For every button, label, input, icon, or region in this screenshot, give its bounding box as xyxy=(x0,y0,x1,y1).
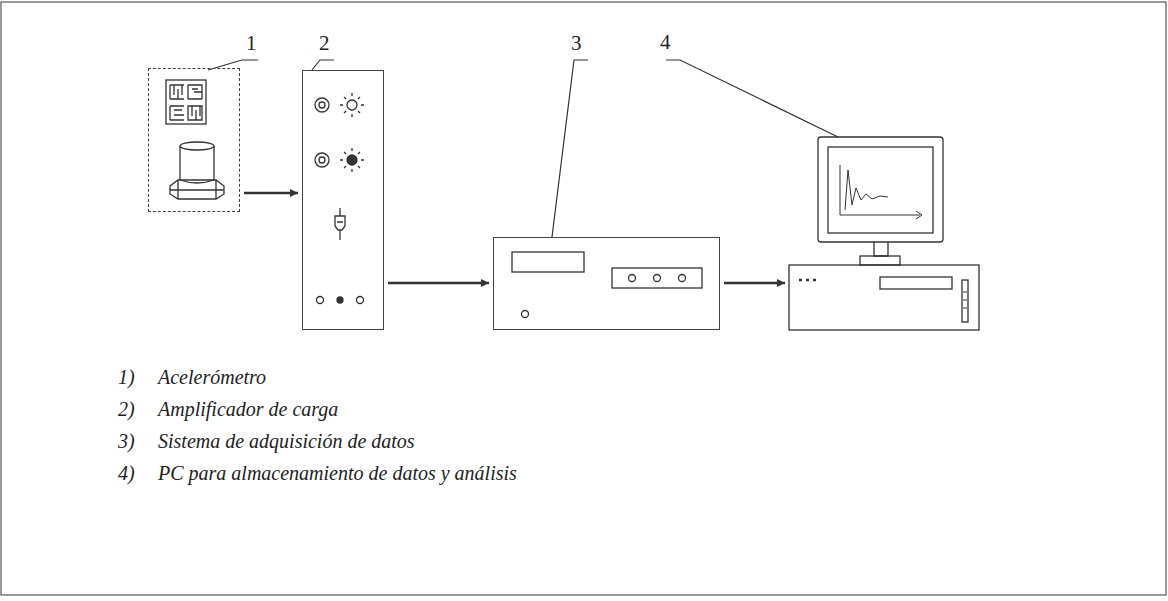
daq-panel xyxy=(512,252,702,318)
signal-arrow xyxy=(244,192,298,195)
pc-symbol xyxy=(789,137,979,330)
accelerometer-symbol xyxy=(166,80,224,199)
list-number: 2) xyxy=(118,398,135,420)
list-text: Acelerómetro xyxy=(158,366,266,388)
signal-arrow xyxy=(724,282,785,285)
list-text: Sistema de adquisición de datos xyxy=(158,430,415,452)
pc-box: 4 xyxy=(789,137,979,330)
daq-box: 3 xyxy=(493,237,720,330)
list-text: PC para almacenamiento de datos y anális… xyxy=(158,462,517,484)
list-number: 3) xyxy=(118,430,135,452)
amplifier-controls xyxy=(315,93,364,304)
callout-number: 2 xyxy=(319,33,330,54)
sensor-group: 1 xyxy=(148,68,240,212)
list-number: 4) xyxy=(118,462,135,484)
signal-arrow xyxy=(388,282,489,285)
callout-number: 3 xyxy=(571,33,582,54)
list-number: 1) xyxy=(118,366,135,388)
amplifier-box: 2 xyxy=(302,70,384,330)
callout-number: 4 xyxy=(660,32,671,53)
list-text: Amplificador de carga xyxy=(158,398,338,420)
callout-number: 1 xyxy=(246,33,257,54)
